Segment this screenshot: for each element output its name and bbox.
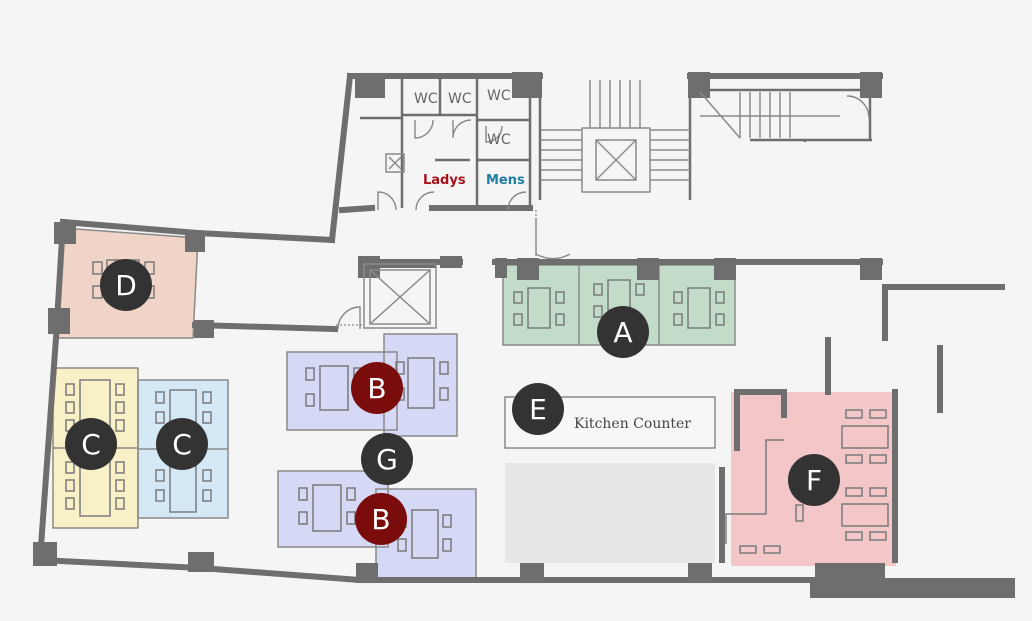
area-marker-c-left[interactable]: C xyxy=(65,418,117,470)
kitchen-area xyxy=(505,463,715,563)
area-label-e: E xyxy=(529,393,547,426)
area-marker-b-lower[interactable]: B xyxy=(355,493,407,545)
area-label-c-left: C xyxy=(81,428,101,461)
wc-label-3: WC xyxy=(487,88,511,104)
area-marker-c-right[interactable]: C xyxy=(156,418,208,470)
area-label-b-lower: B xyxy=(371,503,390,536)
area-label-d: D xyxy=(115,269,137,302)
wc-label-1: WC xyxy=(414,91,438,107)
wc-label-4: WC xyxy=(487,132,511,148)
area-marker-e[interactable]: E xyxy=(512,383,564,435)
area-label-a: A xyxy=(613,316,632,349)
area-marker-g[interactable]: G xyxy=(361,433,413,485)
ladys-label: Ladys xyxy=(423,173,466,188)
mens-label: Mens xyxy=(486,173,525,188)
area-marker-b-upper[interactable]: B xyxy=(351,362,403,414)
area-label-c-right: C xyxy=(172,428,192,461)
area-label-g: G xyxy=(376,443,398,476)
area-marker-f[interactable]: F xyxy=(788,454,840,506)
wc-label-2: WC xyxy=(448,91,472,107)
area-label-b-upper: B xyxy=(367,372,386,405)
area-label-f: F xyxy=(806,464,822,497)
area-marker-d[interactable]: D xyxy=(100,259,152,311)
area-marker-a[interactable]: A xyxy=(597,306,649,358)
kitchen-counter-label: Kitchen Counter xyxy=(574,416,691,432)
